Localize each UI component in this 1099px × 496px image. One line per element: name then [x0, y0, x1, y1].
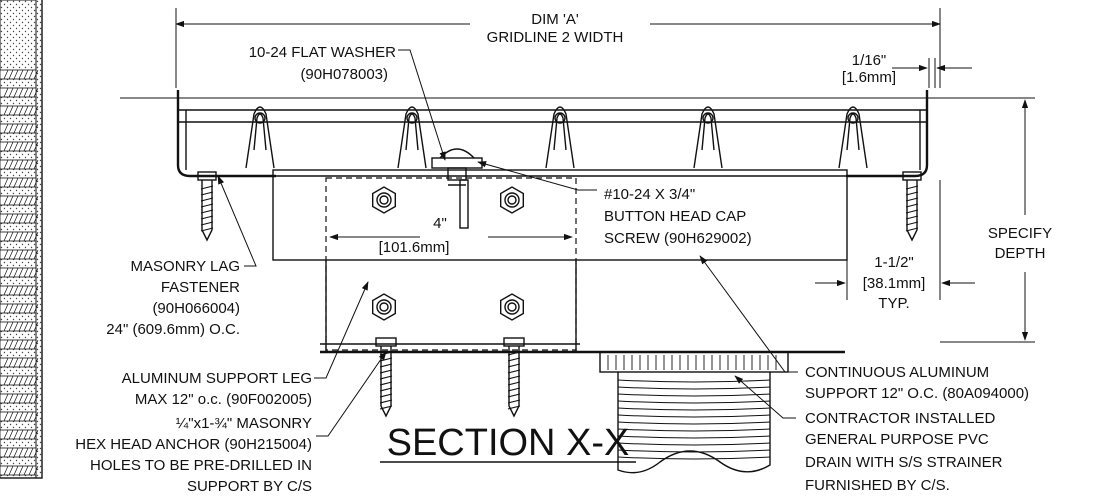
- leader-lines: [217, 49, 798, 437]
- anchor-note-2: SUPPORT BY C/S: [187, 478, 312, 495]
- channel-body: [272, 169, 848, 261]
- dim-a-sublabel: GRIDLINE 2 WIDTH: [487, 29, 624, 46]
- screw-label: #10-24 X 3/4": [604, 186, 695, 203]
- hex-anchor: [503, 337, 525, 418]
- lag-fastener: [197, 171, 217, 242]
- lag-part: (90H066004): [152, 300, 240, 317]
- adjacent-grating: [0, 0, 43, 479]
- section-title: SECTION X-X: [387, 422, 630, 464]
- screw-type: BUTTON HEAD CAP: [604, 208, 746, 225]
- anchor-part: HEX HEAD ANCHOR (90H215004): [75, 436, 312, 453]
- leg-label: ALUMINUM SUPPORT LEG: [122, 370, 312, 387]
- dim-gap: [892, 58, 972, 88]
- drain-outlet: [599, 351, 789, 474]
- lag-fastener: [902, 171, 922, 242]
- dim-a-label: DIM 'A': [531, 11, 579, 28]
- drain-label: CONTRACTOR INSTALLED: [805, 410, 995, 427]
- support-label: CONTINUOUS ALUMINUM: [805, 364, 989, 381]
- bearing-bar: [693, 106, 723, 169]
- dim-edge: [815, 180, 975, 300]
- dim-edge-label: 1-1/2": [874, 254, 914, 271]
- bearing-bar: [838, 106, 868, 169]
- dim-depth-sublabel: DEPTH: [995, 245, 1046, 262]
- anchor-note: HOLES TO BE PRE-DRILLED IN: [90, 457, 312, 474]
- hex-nut: [500, 186, 524, 214]
- hex-nuts: [372, 186, 524, 321]
- dim-spacing-label: 4": [433, 215, 447, 232]
- dim-spacing-metric: [101.6mm]: [379, 239, 450, 256]
- washer-label: 10-24 FLAT WASHER: [249, 44, 396, 61]
- hex-nut: [500, 293, 524, 321]
- dim-depth-label: SPECIFY: [988, 225, 1052, 242]
- grate-frame: [176, 90, 929, 178]
- dim-edge-metric: [38.1mm]: [863, 275, 926, 292]
- hex-head-anchors: [375, 337, 525, 418]
- dim-gap-label: 1/16": [852, 52, 887, 69]
- dim-gap-metric: [1.6mm]: [842, 69, 896, 86]
- lag-type: FASTENER: [161, 279, 240, 296]
- grate-bearing-bars: [245, 106, 868, 169]
- hex-nut: [372, 186, 396, 214]
- anchor-label: ¼"x1-¾" MASONRY: [176, 415, 312, 432]
- dim-depth: [935, 97, 1035, 343]
- drain-type: GENERAL PURPOSE PVC: [805, 431, 989, 448]
- leg-part: MAX 12" o.c. (90F002005): [135, 391, 312, 408]
- hex-nut: [372, 293, 396, 321]
- masonry-lag-fasteners: [197, 171, 922, 242]
- drain-furnished: FURNISHED BY C/S.: [805, 477, 950, 494]
- bearing-bar: [545, 106, 575, 169]
- support-leg-outline: [325, 177, 577, 351]
- lag-label: MASONRY LAG: [131, 258, 240, 275]
- bearing-bar: [397, 106, 427, 169]
- washer-part: (90H078003): [300, 66, 388, 83]
- dim-a: [175, 8, 941, 88]
- bearing-bar: [245, 106, 275, 169]
- dim-edge-typ: TYP.: [878, 295, 909, 312]
- drain-strainer: DRAIN WITH S/S STRAINER: [805, 454, 1003, 471]
- screw-part: SCREW (90H629002): [604, 230, 752, 247]
- lag-spacing: 24" (609.6mm) O.C.: [106, 321, 240, 338]
- hex-anchor: [375, 337, 397, 418]
- support-part: SUPPORT 12" O.C. (80A094000): [805, 385, 1029, 402]
